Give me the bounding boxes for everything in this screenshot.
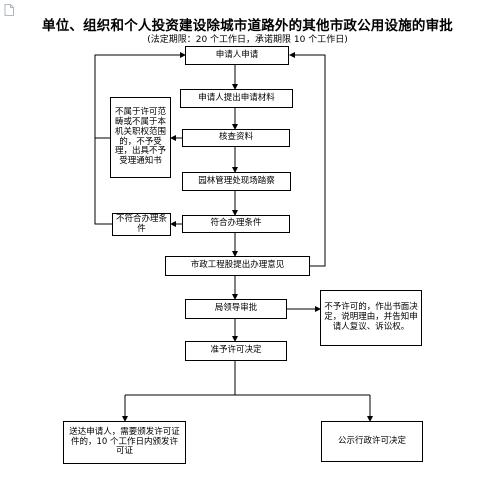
step-apply: 申请人申请 [185,46,289,65]
step-grant-decision: 准予许可决定 [185,341,287,361]
step-verify-materials: 核查资料 [182,129,290,147]
step-site-survey: 园林管理处现场踏察 [182,172,291,191]
document-icon [4,4,14,16]
page-title: 单位、组织和个人投资建设除城市道路外的其他市政公用设施的审批 [42,18,453,34]
side-not-meet: 不符合办理条件 [112,213,171,236]
arrow-opinion-loop-to-apply [289,52,326,267]
side-not-in-scope: 不属于许可范畴或不属于本机关职权范围的，不予受理，出具不予受理通知书 [110,97,171,178]
side-not-granted: 不予许可的，作出书面决定，说明理由，并告知申请人复议、诉讼权。 [320,290,422,346]
step-deliver-notice: 送达申请人，需要颁发许可证件的，10 个工作日内颁发许可证 [63,421,186,464]
step-publicize: 公示行政许可决定 [321,421,423,462]
step-meets-conditions: 符合办理条件 [182,215,290,233]
arrow-loop-back-to-apply [94,52,186,225]
step-municipal-opinion: 市政工程股提出办理意见 [165,256,310,276]
step-submit-materials: 申请人提出申请材料 [180,89,293,108]
page-subtitle: (法定期限：20 个工作日，承诺期限 10 个工作日) [147,35,348,45]
step-leader-review: 局领导审批 [185,299,287,319]
